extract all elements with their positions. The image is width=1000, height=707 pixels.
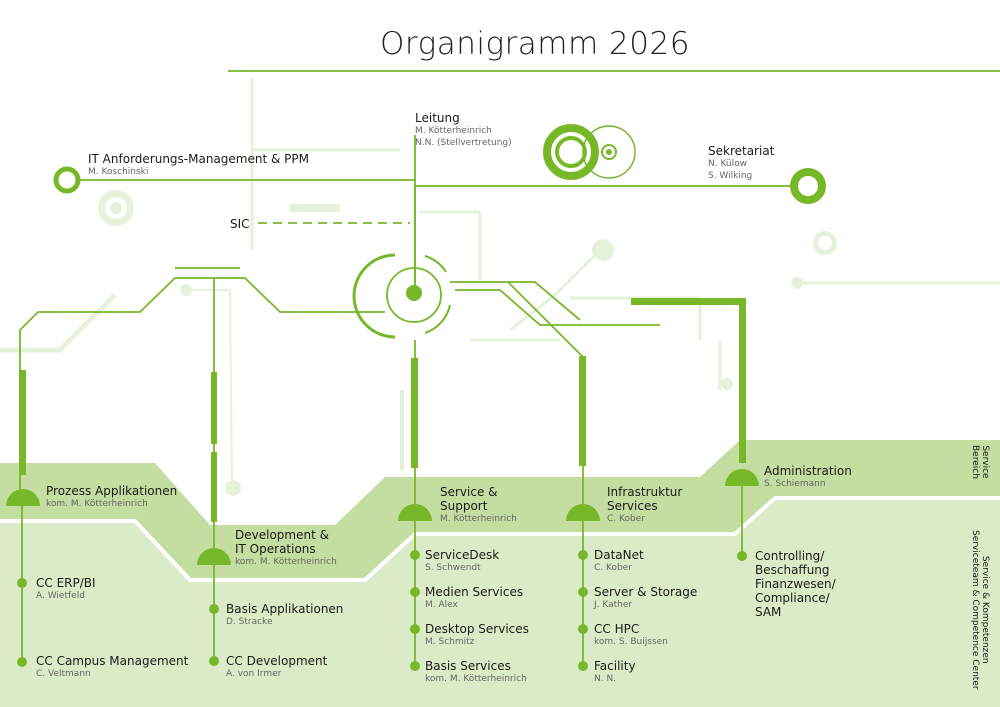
unit-item: Server & Storage J. Kather <box>594 585 697 611</box>
unit-person: M. Schmitz <box>425 637 475 647</box>
unit-name: ServiceDesk <box>425 548 500 562</box>
leitung-title: Leitung <box>415 111 460 125</box>
unit-item: Facility N. N. <box>594 659 636 685</box>
leitung-symbol <box>543 124 636 180</box>
leitung-deputy: N.N. (Stellvertretung) <box>415 138 512 148</box>
dept-lead: S. Schiemann <box>764 479 826 489</box>
dept-lead: kom. M. Kötterheinrich <box>46 499 148 509</box>
anforderung-block: IT Anforderungs-Management & PPM M. Kosc… <box>88 152 309 178</box>
unit-item: Controlling/ Beschaffung Finanzwesen/ Co… <box>755 549 836 619</box>
unit-person: N. N. <box>594 674 617 684</box>
unit-name: CC HPC <box>594 622 640 636</box>
dept-service: Service & Support M. Kötterheinrich <box>440 485 517 525</box>
unit-item: Basis Services kom. M. Kötterheinrich <box>425 659 527 685</box>
unit-item: CC Development A. von Irmer <box>226 654 327 680</box>
unit-item: CC Campus Management C. Veltmann <box>36 654 188 680</box>
dept-lead: M. Kötterheinrich <box>440 514 517 524</box>
unit-item: CC HPC kom. S. Buijssen <box>594 622 668 648</box>
unit-person: A. Wietfeld <box>36 591 85 601</box>
unit-name: Desktop Services <box>425 622 529 636</box>
kompetenz-band <box>0 498 1000 707</box>
unit-person: M. Alex <box>425 600 458 610</box>
dept-development: Development & IT Operations kom. M. Kött… <box>235 528 337 568</box>
unit-item: Basis Applikationen D. Stracke <box>226 602 343 628</box>
leitung-block: Leitung M. Kötterheinrich N.N. (Stellver… <box>415 111 512 149</box>
dept-title: Development & <box>235 528 329 542</box>
decorative-circles <box>98 190 837 496</box>
central-hub <box>352 253 451 339</box>
unit-item: ServiceDesk S. Schwendt <box>425 548 499 574</box>
unit-item: CC ERP/BI A. Wietfeld <box>36 576 96 602</box>
unit-name: Basis Services <box>425 659 511 673</box>
department-markers <box>6 469 759 565</box>
sic-label: SIC <box>230 217 250 231</box>
unit-person: kom. S. Buijssen <box>594 637 668 647</box>
dept-infra: Infrastruktur Services C. Kober <box>607 485 682 525</box>
dept-title: IT Operations <box>235 542 316 556</box>
unit-name: CC ERP/BI <box>36 576 96 590</box>
dept-title: Services <box>607 499 658 513</box>
unit-person: J. Kather <box>594 600 633 610</box>
unit-name: Medien Services <box>425 585 524 599</box>
band-label-kompetenz: Service & Kompetenzen Serviceteam & Comp… <box>970 530 990 690</box>
unit-name: Server & Storage <box>594 585 698 599</box>
dept-title: Administration <box>764 464 852 478</box>
band-label-line: Bereich <box>970 445 980 479</box>
band-label-service: Service Bereich <box>970 445 990 479</box>
sekretariat-block: Sekretariat N. Külow S. Wilking <box>708 144 774 182</box>
unit-person: S. Schwendt <box>425 563 481 573</box>
thick-bars <box>19 298 746 522</box>
sekretariat-person: N. Külow <box>708 159 747 169</box>
anforderung-person: M. Koschinski <box>88 167 149 177</box>
unit-name: DataNet <box>594 548 644 562</box>
unit-name: CC Development <box>226 654 328 668</box>
unit-dots <box>17 550 747 671</box>
unit-item: Medien Services M. Alex <box>425 585 523 611</box>
dept-admin: Administration S. Schiemann <box>764 464 852 490</box>
unit-name: CC Campus Management <box>36 654 189 668</box>
unit-name: Facility <box>594 659 636 673</box>
dept-lead: C. Kober <box>607 514 645 524</box>
unit-person: kom. M. Kötterheinrich <box>425 674 527 684</box>
unit-person: D. Stracke <box>226 617 273 627</box>
dept-prozess: Prozess Applikationen kom. M. Kötterhein… <box>46 484 177 510</box>
unit-name: Controlling/ Beschaffung Finanzwesen/ Co… <box>755 549 836 619</box>
unit-name: Basis Applikationen <box>226 602 344 616</box>
unit-person: A. von Irmer <box>226 669 282 679</box>
dept-title: Support <box>440 499 488 513</box>
sekretariat-title: Sekretariat <box>708 144 775 158</box>
unit-item: Desktop Services M. Schmitz <box>425 622 529 648</box>
band-label-line: Service <box>980 445 990 479</box>
unit-person: C. Kober <box>594 563 632 573</box>
unit-person: C. Veltmann <box>36 669 91 679</box>
dept-title: Prozess Applikationen <box>46 484 178 498</box>
node-rings <box>53 166 826 204</box>
anforderung-title: IT Anforderungs-Management & PPM <box>88 152 309 166</box>
sekretariat-person: S. Wilking <box>708 171 753 181</box>
band-label-line: Service & Kompetenzen <box>980 555 990 664</box>
leitung-person: M. Kötterheinrich <box>415 126 492 136</box>
band-label-line: Serviceteam & Competence Center <box>970 530 980 690</box>
dept-title: Infrastruktur <box>607 485 683 499</box>
decorative-lines <box>0 78 1000 481</box>
dept-title: Service & <box>440 485 498 499</box>
unit-item: DataNet C. Kober <box>594 548 644 574</box>
page-title: Organigramm 2026 <box>380 26 690 62</box>
dept-lead: kom. M. Kötterheinrich <box>235 557 337 567</box>
